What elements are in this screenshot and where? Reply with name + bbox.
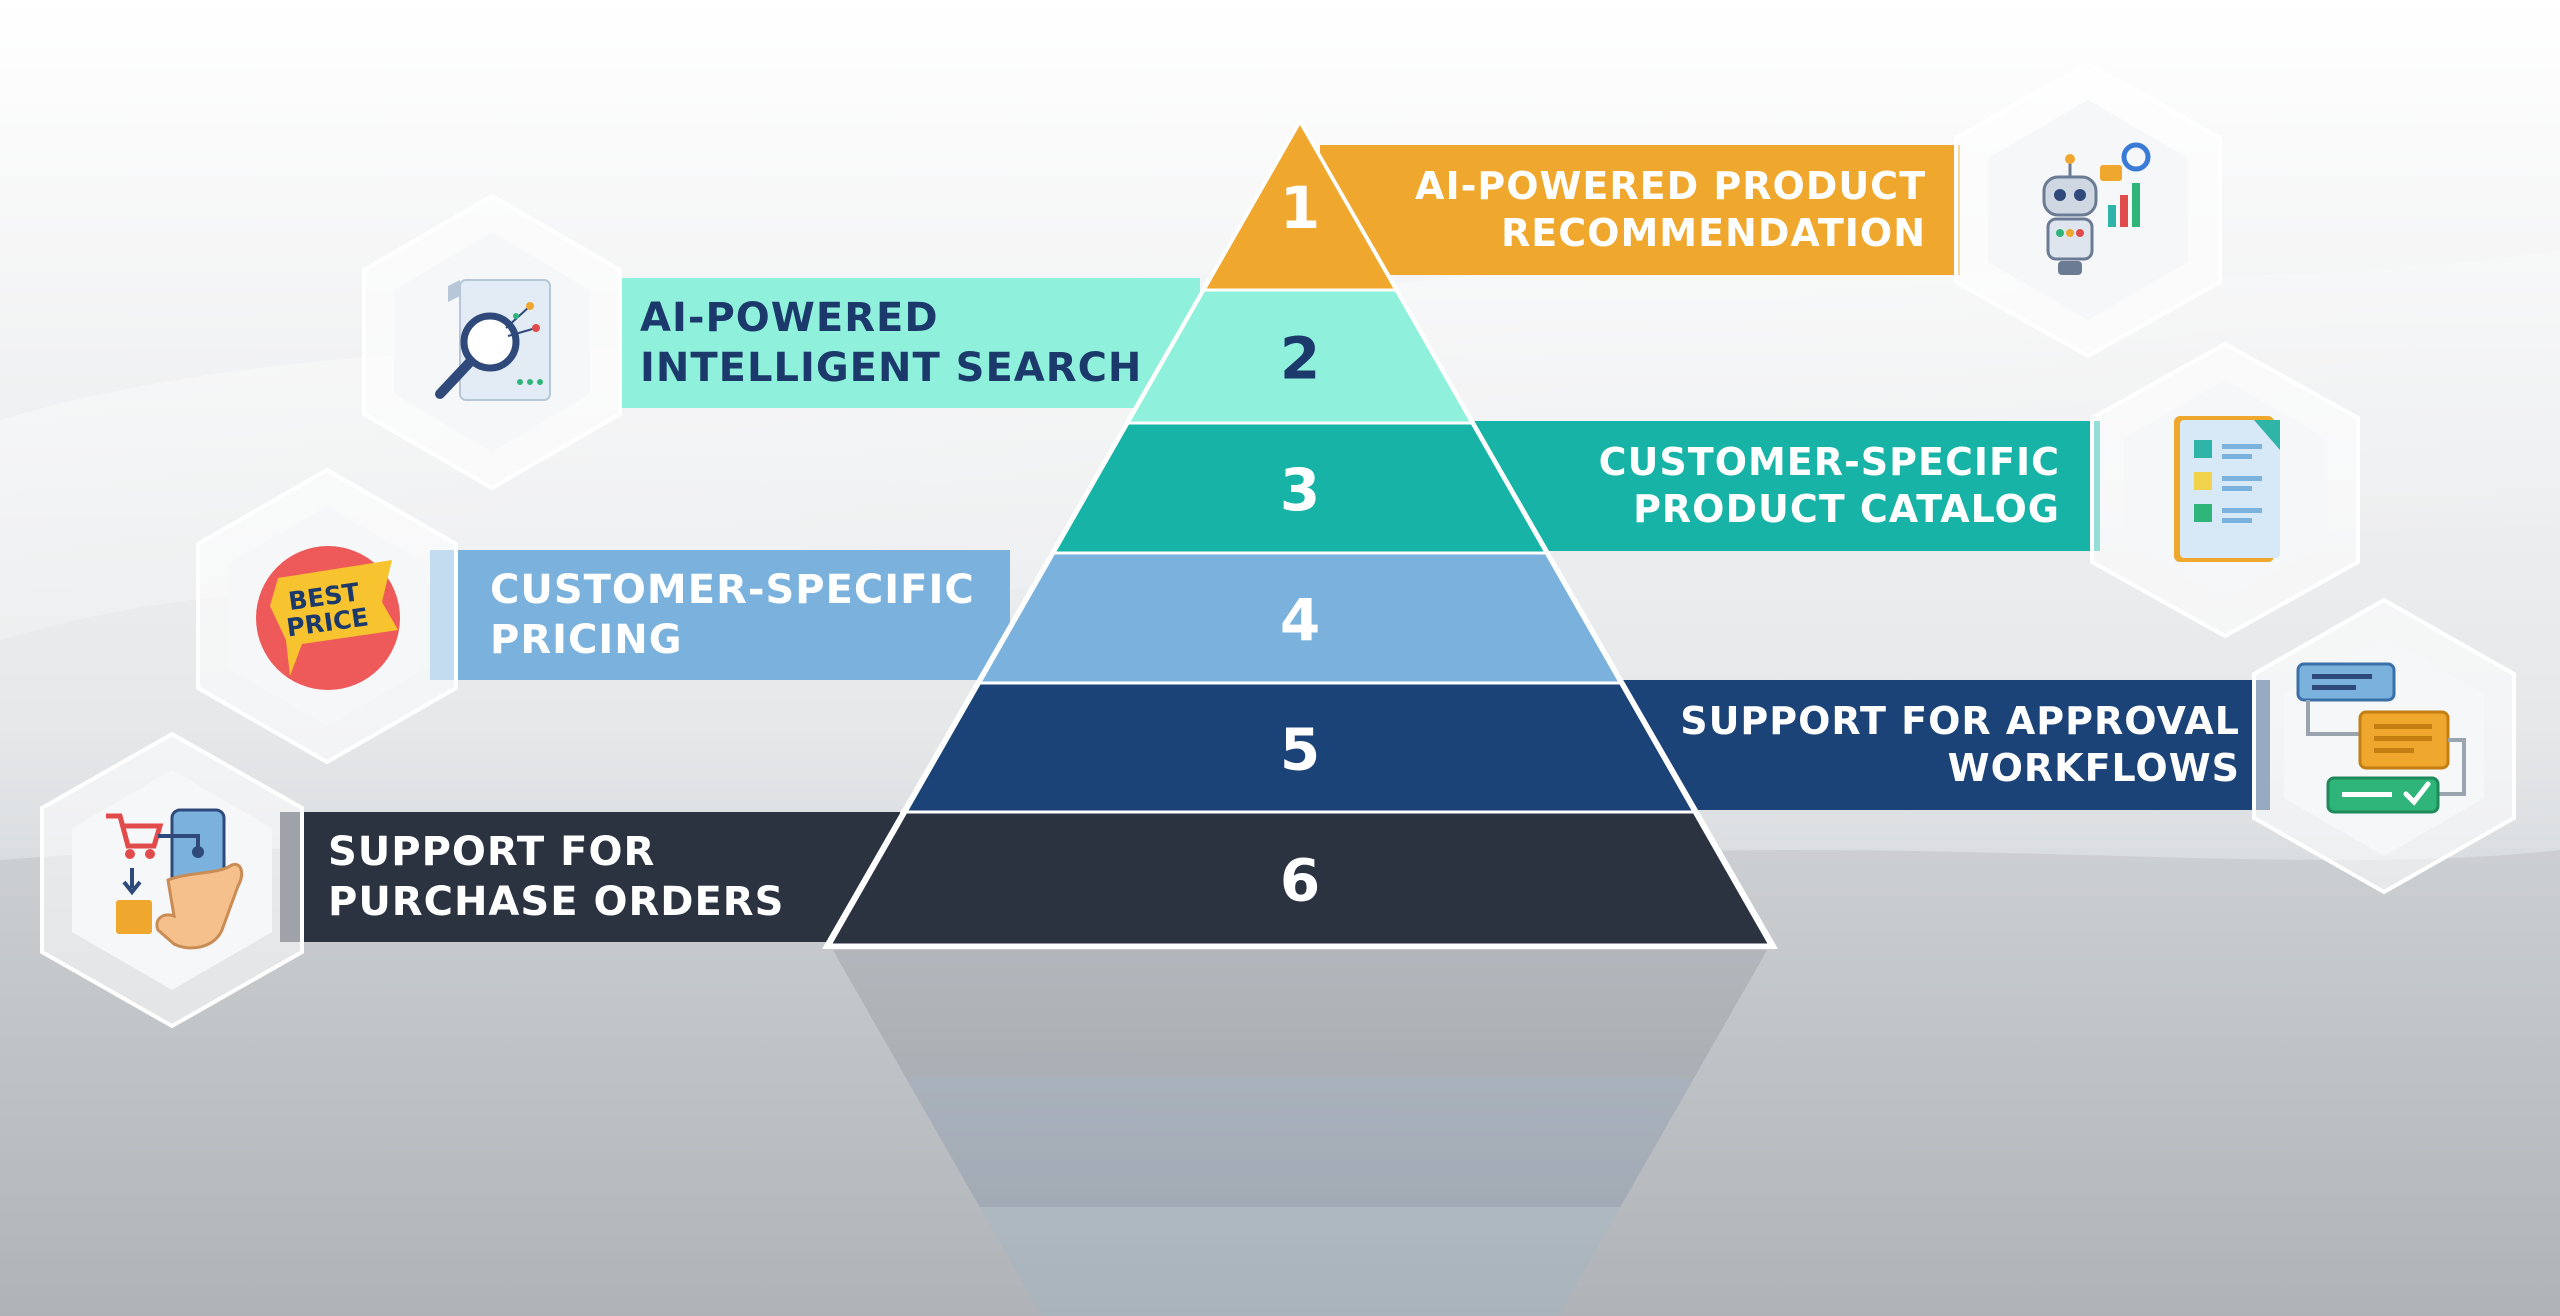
level-3-label: CUSTOMER-SPECIFIC PRODUCT CATALOG: [1598, 439, 2060, 532]
pyramid-tier-3-number: 3: [1280, 456, 1320, 524]
level-1-icon-tile: [1948, 60, 2228, 360]
level-5-banner-band: [1610, 680, 2270, 810]
pyramid-tier-5-number: 5: [1280, 716, 1320, 784]
level-4-banner: CUSTOMER-SPECIFIC PRICING: [490, 550, 1010, 680]
level-2-banner-band: [620, 278, 1200, 408]
catalog-book-icon: [2174, 416, 2280, 562]
level-6-icon-tile: [36, 730, 308, 1030]
level-6-banner: SUPPORT FOR PURCHASE ORDERS: [328, 812, 888, 942]
pyramid-tier-6-number: 6: [1280, 847, 1320, 915]
purchase-order-phone-icon: [106, 808, 244, 950]
pyramid-tier-6: [827, 810, 1773, 947]
approval-workflow-icon: [2296, 662, 2466, 814]
level-4-banner-band: [430, 550, 1010, 680]
level-5-label: SUPPORT FOR APPROVAL WORKFLOWS: [1680, 698, 2240, 791]
level-1-banner-band: [1320, 145, 1960, 275]
level-5-icon-tile: [2248, 596, 2520, 896]
level-1-label: AI-POWERED PRODUCT RECOMMENDATION: [1415, 163, 1926, 256]
level-3-banner-band: [1470, 421, 2100, 551]
level-2-label: AI-POWERED INTELLIGENT SEARCH: [640, 295, 1143, 391]
level-4-label: CUSTOMER-SPECIFIC PRICING: [490, 567, 975, 663]
level-3-icon-tile: [2086, 340, 2364, 640]
level-2-icon-tile: [358, 192, 626, 492]
magnifier-document-icon: [435, 279, 551, 401]
best-price-badge-icon: [256, 546, 400, 690]
level-4-icon-tile: BEST PRICE: [192, 466, 462, 766]
level-6-label: SUPPORT FOR PURCHASE ORDERS: [328, 829, 785, 925]
level-1-banner: AI-POWERED PRODUCT RECOMMENDATION: [1320, 145, 1930, 275]
pyramid-tier-1-number: 1: [1280, 174, 1320, 242]
pyramid-tier-2-number: 2: [1280, 325, 1320, 393]
level-3-banner: CUSTOMER-SPECIFIC PRODUCT CATALOG: [1480, 421, 2060, 551]
level-5-banner: SUPPORT FOR APPROVAL WORKFLOWS: [1620, 680, 2240, 810]
pyramid-tier-4-number: 4: [1280, 586, 1320, 654]
robot-analytics-icon: [2042, 142, 2151, 275]
level-6-banner-band: [280, 812, 900, 942]
level-2-banner: AI-POWERED INTELLIGENT SEARCH: [640, 278, 1160, 408]
